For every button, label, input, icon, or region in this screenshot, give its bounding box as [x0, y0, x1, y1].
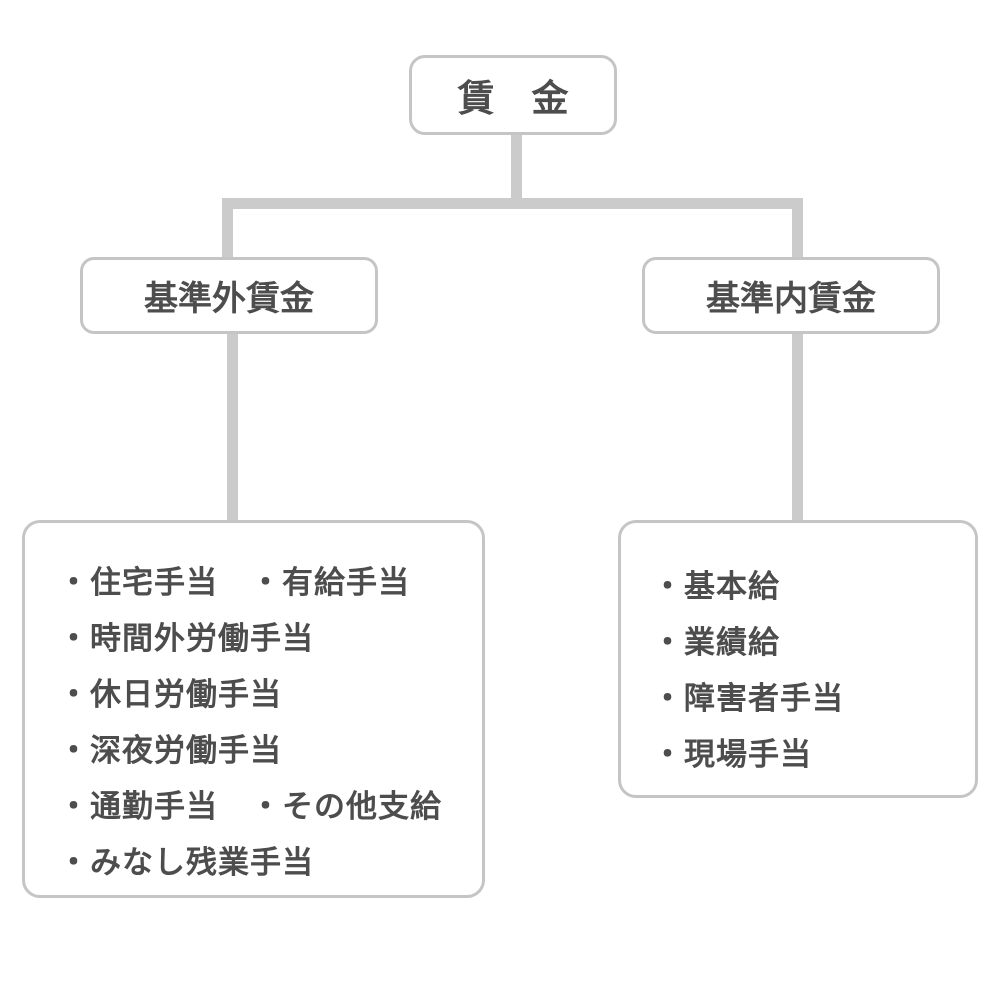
connector-root-vertical — [511, 132, 522, 202]
list-item: ・休日労働手当 — [58, 677, 282, 712]
connector-right-list-vertical — [792, 331, 803, 523]
branch-node-label: 基準外賃金 — [144, 280, 314, 318]
connector-right-branch-vertical — [792, 198, 803, 260]
list-item: ・障害者手当 — [652, 681, 844, 716]
root-node-label: 賃 金 — [457, 78, 569, 119]
list-box-non-standard-wage-items: ・住宅手当 ・有給手当 ・時間外労働手当 ・休日労働手当 ・深夜労働手当 ・通勤… — [22, 520, 485, 898]
list-item: ・基本給 — [652, 569, 780, 604]
branch-node-label: 基準内賃金 — [706, 280, 876, 318]
list-box-standard-wage-items: ・基本給 ・業績給 ・障害者手当 ・現場手当 — [618, 520, 978, 798]
list-item: ・深夜労働手当 — [58, 733, 282, 768]
list-item: ・時間外労働手当 — [58, 621, 314, 656]
connector-left-list-vertical — [227, 331, 238, 523]
root-node-wage: 賃 金 — [409, 55, 617, 135]
list-item: ・住宅手当 ・有給手当 — [58, 565, 410, 600]
connector-horizontal-bar — [222, 198, 803, 209]
list-item: ・通勤手当 ・その他支給 — [58, 789, 442, 824]
list-item: ・現場手当 — [652, 737, 812, 772]
list-item: ・みなし残業手当 — [58, 845, 314, 880]
connector-left-branch-vertical — [222, 198, 233, 260]
branch-node-non-standard-wage: 基準外賃金 — [80, 257, 378, 334]
branch-node-standard-wage: 基準内賃金 — [642, 257, 940, 334]
list-item: ・業績給 — [652, 625, 780, 660]
